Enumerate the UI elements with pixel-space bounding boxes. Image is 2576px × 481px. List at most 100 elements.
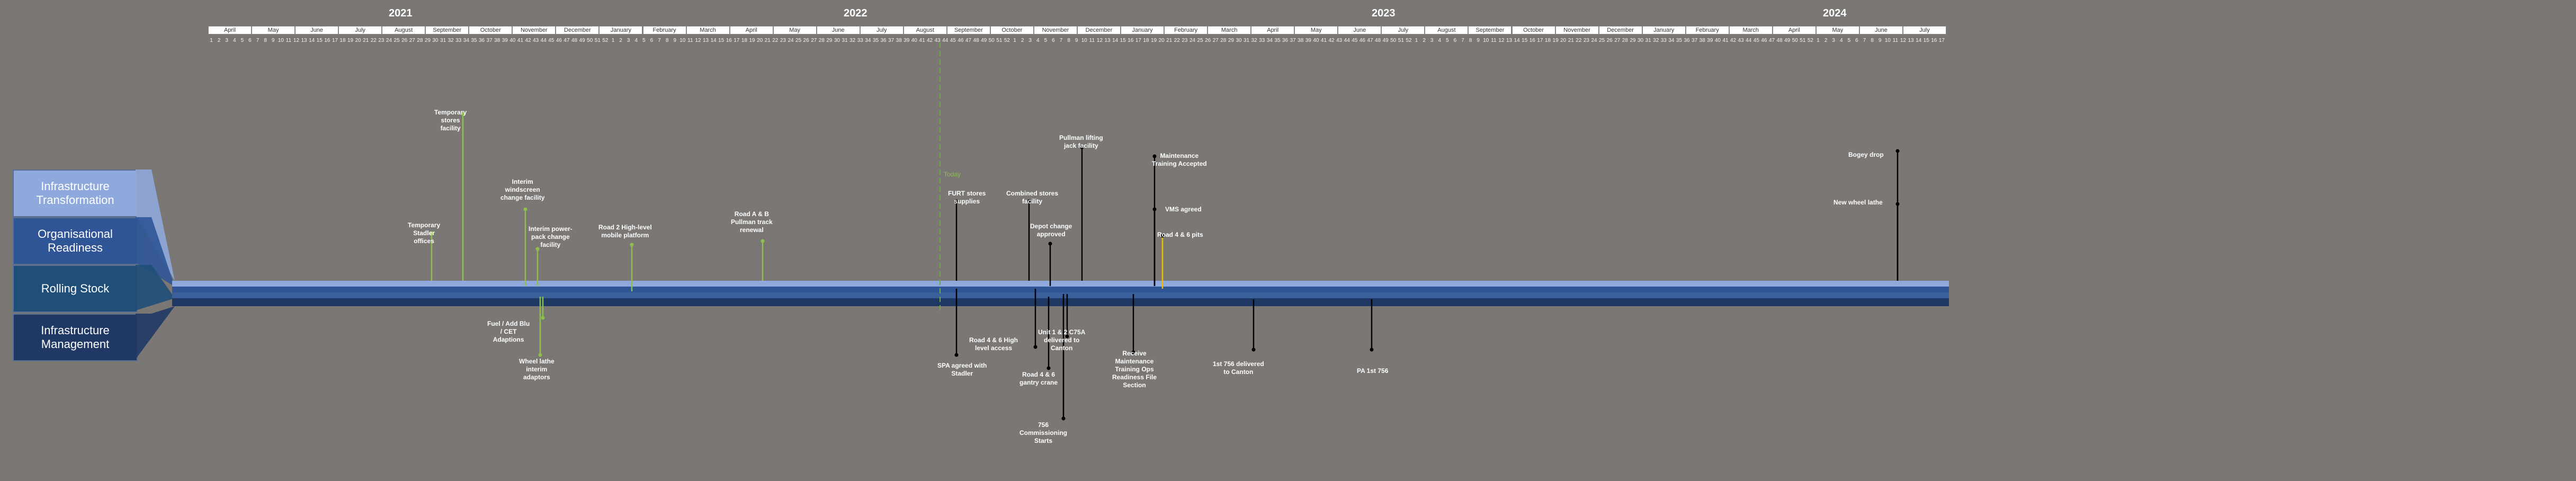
- week-number: 23: [378, 38, 384, 43]
- month-cell: July: [1902, 26, 1946, 34]
- week-number: 9: [1477, 38, 1480, 43]
- week-number: 16: [726, 38, 732, 43]
- week-number: 12: [695, 38, 701, 43]
- milestone-dot: [538, 353, 542, 357]
- week-number: 11: [1089, 38, 1095, 43]
- week-number: 39: [502, 38, 508, 43]
- month-cell: January: [1121, 26, 1165, 34]
- week-number: 28: [1622, 38, 1628, 43]
- month-cell: October: [990, 26, 1034, 34]
- week-number: 10: [1081, 38, 1087, 43]
- week-number: 41: [1320, 38, 1327, 43]
- week-number: 29: [1228, 38, 1234, 43]
- week-number: 34: [865, 38, 871, 43]
- milestone-label: Road 4 & 6 gantry crane: [1019, 371, 1058, 386]
- week-number: 43: [934, 38, 941, 43]
- week-number: 1: [1415, 38, 1418, 43]
- week-number: 46: [556, 38, 562, 43]
- week-number: 10: [278, 38, 284, 43]
- milestone-label: SPA agreed with Stadler: [937, 362, 987, 377]
- week-number: 41: [517, 38, 524, 43]
- week-number: 7: [1863, 38, 1866, 43]
- week-number: 36: [880, 38, 887, 43]
- month-cell: November: [1555, 26, 1599, 34]
- month-cell: February: [642, 26, 686, 34]
- week-number: 29: [1630, 38, 1636, 43]
- month-cell: May: [1294, 26, 1338, 34]
- week-number: 25: [393, 38, 400, 43]
- week-number: 39: [904, 38, 910, 43]
- milestone-label: Receive Maintenance Training Ops Readine…: [1112, 350, 1157, 389]
- month-cell: April: [1251, 26, 1295, 34]
- milestone-label: Interim windscreen change facility: [500, 178, 545, 201]
- milestone-label: Bogey drop: [1848, 151, 1884, 158]
- week-number: 7: [1059, 38, 1063, 43]
- week-number: 38: [896, 38, 902, 43]
- week-number: 46: [958, 38, 964, 43]
- week-number: 7: [658, 38, 661, 43]
- week-number: 23: [1182, 38, 1188, 43]
- week-number: 8: [1871, 38, 1874, 43]
- week-number: 50: [1390, 38, 1397, 43]
- week-number: 2: [217, 38, 221, 43]
- week-number: 51: [1800, 38, 1806, 43]
- week-number: 4: [634, 38, 638, 43]
- month-cell: December: [556, 26, 600, 34]
- month-cell: August: [1425, 26, 1469, 34]
- week-number: 11: [285, 38, 292, 43]
- week-number: 27: [409, 38, 415, 43]
- week-number: 7: [256, 38, 260, 43]
- week-number: 6: [1052, 38, 1055, 43]
- week-number: 22: [772, 38, 779, 43]
- week-number: 45: [950, 38, 956, 43]
- milestone-dot: [1152, 207, 1157, 211]
- week-number: 8: [1067, 38, 1070, 43]
- month-cell: July: [860, 26, 904, 34]
- today-label: Today: [944, 171, 961, 178]
- week-number: 3: [1028, 38, 1032, 43]
- week-number: 5: [642, 38, 646, 43]
- milestone-label: Combined stores facility: [1006, 190, 1059, 205]
- week-number: 10: [679, 38, 686, 43]
- week-number: 34: [1668, 38, 1675, 43]
- milestone-label: 1st 756 delivered to Canton: [1213, 360, 1264, 376]
- week-number: 39: [1707, 38, 1713, 43]
- week-number: 1: [1013, 38, 1016, 43]
- milestone-dot: [1033, 345, 1037, 349]
- week-number: 52: [602, 38, 609, 43]
- month-cell: July: [1381, 26, 1425, 34]
- week-number: 50: [587, 38, 593, 43]
- week-number: 4: [1036, 38, 1040, 43]
- week-number: 2: [1824, 38, 1828, 43]
- month-cell: June: [295, 26, 339, 34]
- week-number: 14: [1112, 38, 1119, 43]
- category-box: Infrastructure Management: [13, 314, 138, 361]
- week-number: 2: [619, 38, 622, 43]
- band-rolling-stock: [172, 292, 1949, 298]
- week-number: 27: [1614, 38, 1621, 43]
- week-number: 2: [1021, 38, 1024, 43]
- week-number: 30: [1236, 38, 1242, 43]
- week-number: 16: [1931, 38, 1937, 43]
- week-number: 46: [1359, 38, 1365, 43]
- week-number: 31: [842, 38, 848, 43]
- week-number: 7: [1461, 38, 1464, 43]
- week-number: 34: [1266, 38, 1273, 43]
- week-number: 17: [332, 38, 338, 43]
- milestone-dot: [541, 316, 545, 320]
- week-number: 37: [1692, 38, 1698, 43]
- week-number: 32: [1653, 38, 1659, 43]
- week-number: 16: [1128, 38, 1134, 43]
- week-number: 38: [1298, 38, 1304, 43]
- milestone-dot: [1370, 348, 1374, 352]
- week-number: 50: [1792, 38, 1798, 43]
- week-number: 29: [826, 38, 833, 43]
- week-number: 5: [1044, 38, 1048, 43]
- week-number: 10: [1483, 38, 1489, 43]
- week-number: 47: [564, 38, 570, 43]
- week-number: 36: [1282, 38, 1289, 43]
- milestone-label: Pullman lifting jack facility: [1059, 134, 1103, 149]
- week-number: 19: [749, 38, 755, 43]
- milestone-dot: [954, 353, 959, 357]
